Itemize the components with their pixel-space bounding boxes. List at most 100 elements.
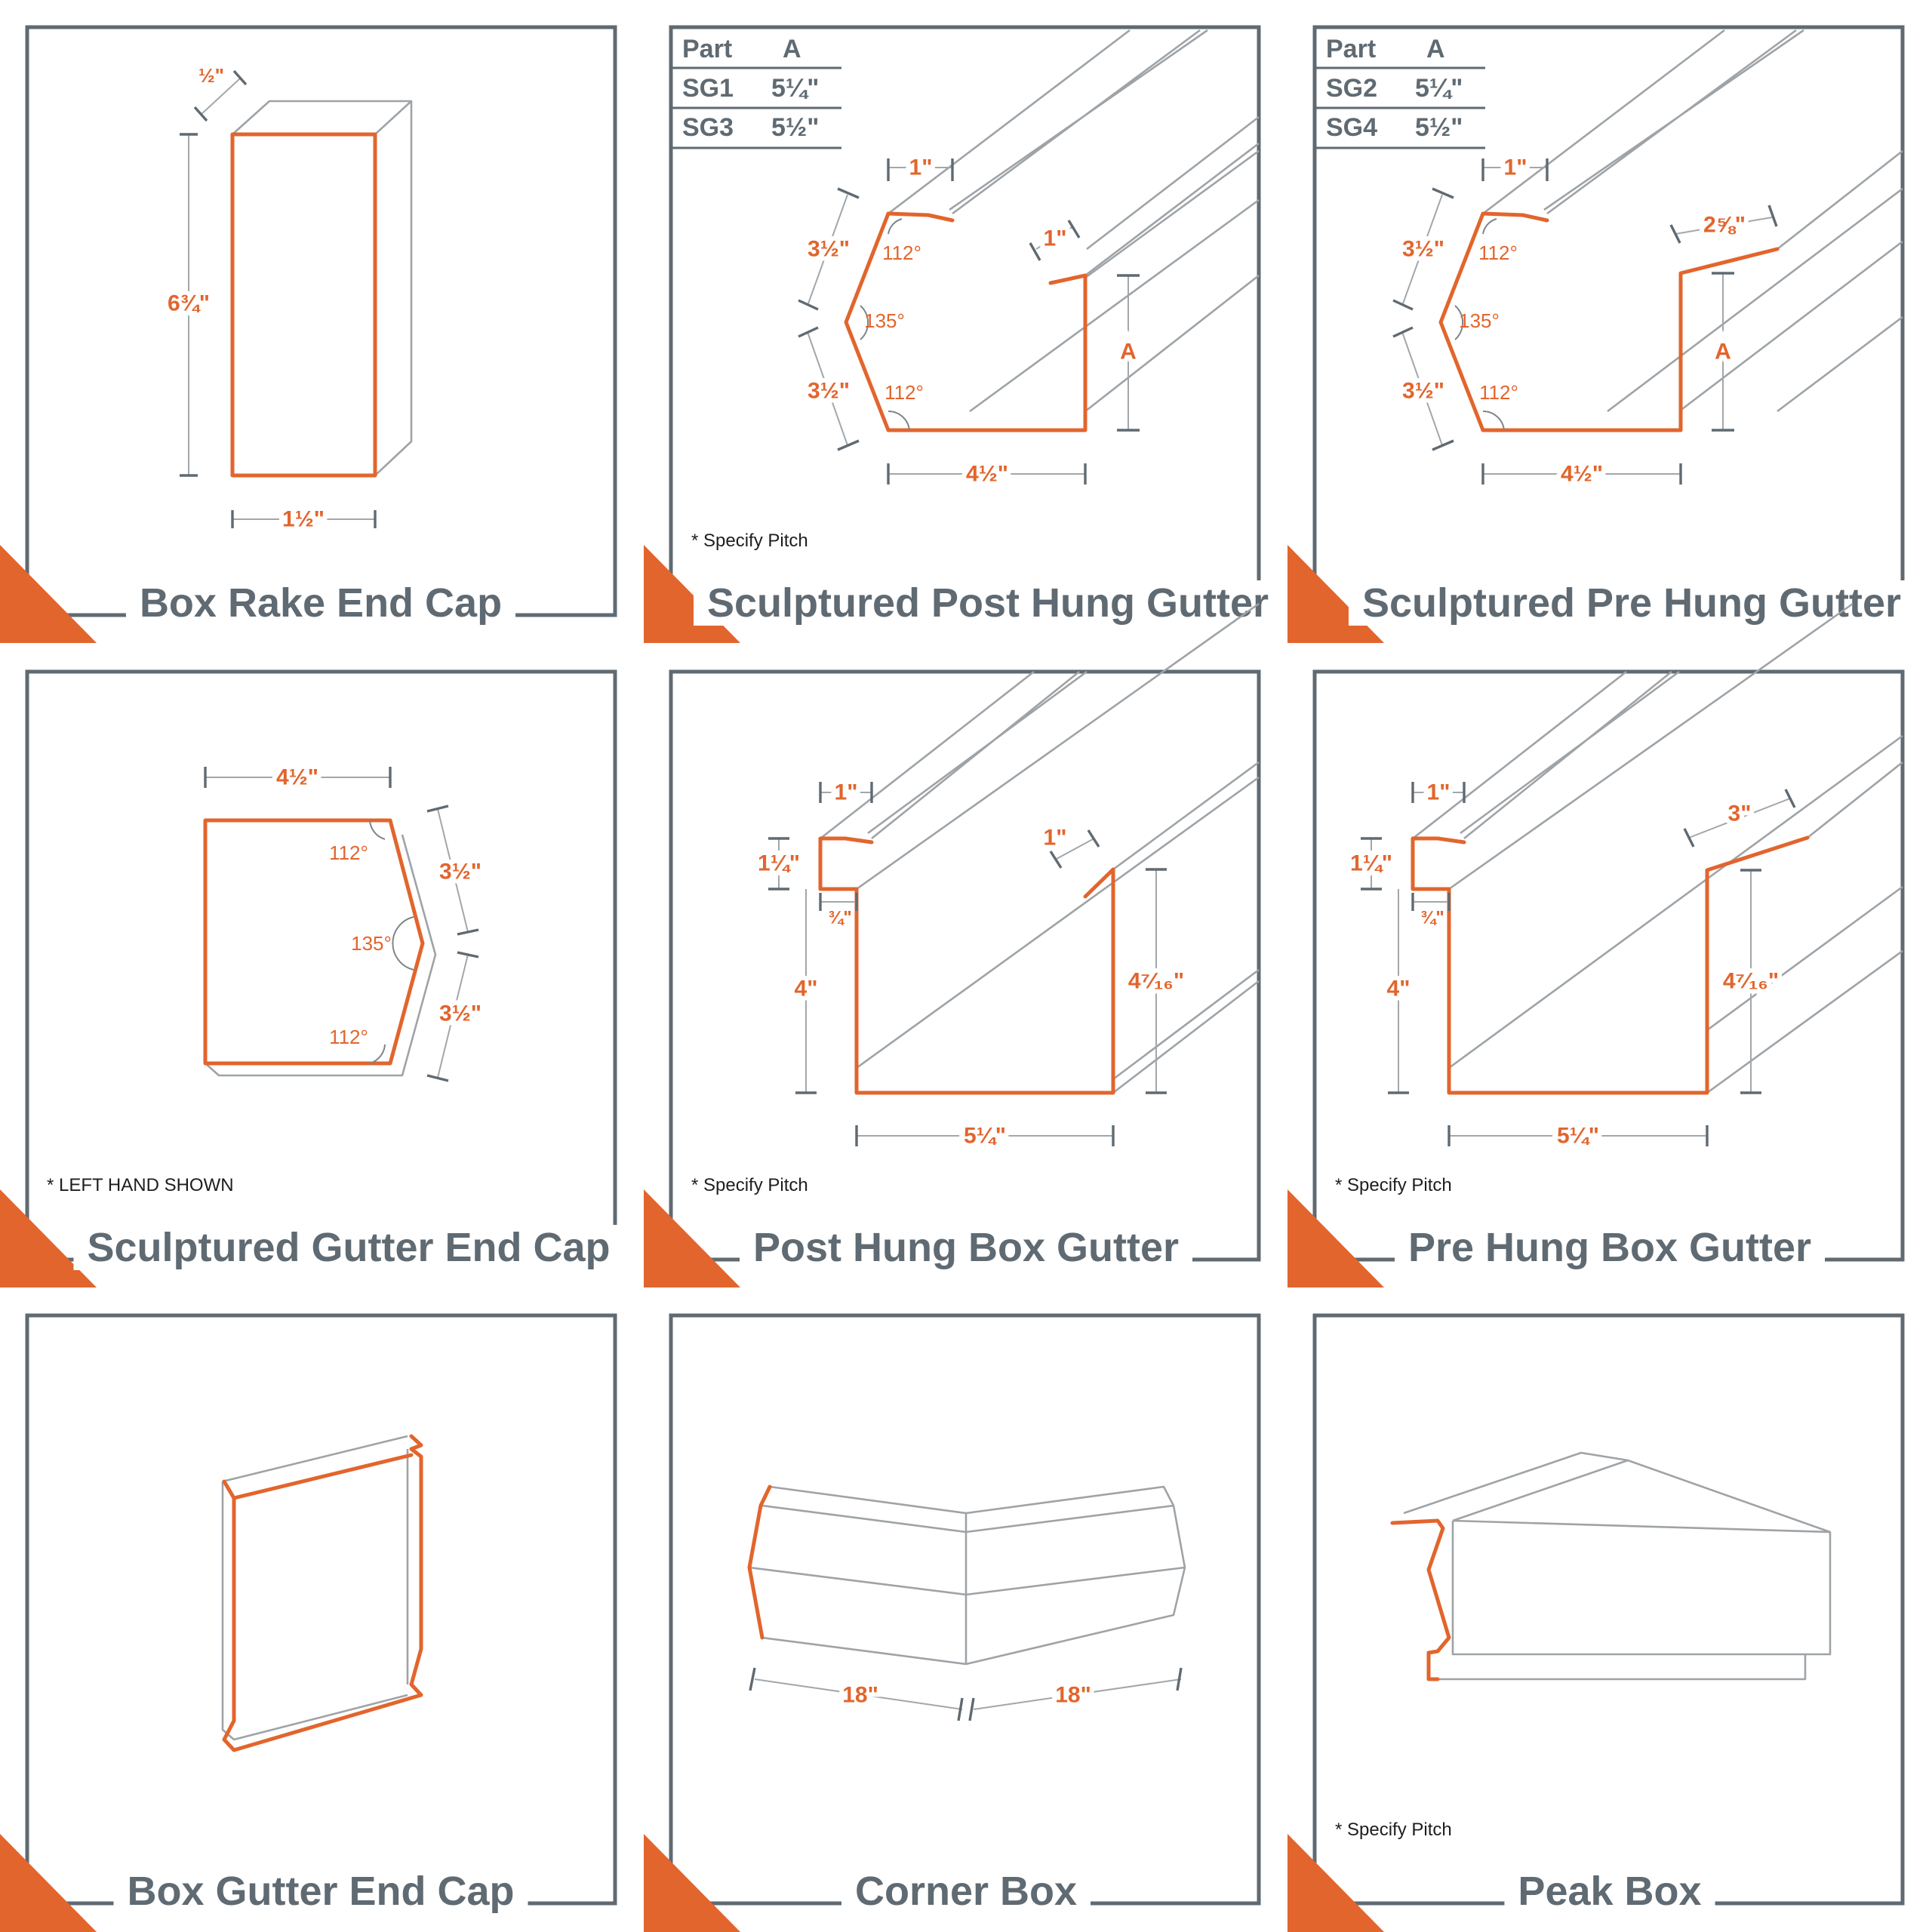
dim-bottom: 5¼" [964,1124,1006,1149]
dim-bottom: 4½" [1561,462,1603,487]
box-gutter-end-cap-drawing [221,1434,423,1752]
dim-depth: ½" [198,64,224,87]
angle-label: 112° [1479,381,1518,404]
note: * Specify Pitch [691,531,808,551]
corner-triangle [0,1189,97,1287]
panel-pre-hung-box-gutter: Pre Hung Box Gutter 1" 1¼" ¾" 4" 3" 4⁷⁄₁… [1287,602,1905,1287]
title-backdrop [73,1225,624,1270]
panel-sculptured-post-hung-gutter: Sculptured Post Hung Gutter Part A SG1 5… [644,25,1283,643]
title-backdrop [1504,1869,1715,1914]
panel-frame [25,1313,617,1906]
panel-sculptured-pre-hung-gutter: Sculptured Pre Hung Gutter Part A SG2 5¼… [1287,25,1915,643]
angle-label: 112° [1478,242,1518,264]
dim-bottom: 4½" [966,462,1008,487]
dim-front-return: 1¼" [758,851,800,876]
panel-frame [669,669,1261,1262]
angle-label: 112° [329,841,368,864]
note: * LEFT HAND SHOWN [47,1175,234,1195]
angle-label: 135° [351,932,392,955]
corner-triangle [644,1189,740,1287]
table-a: 5½" [771,113,819,142]
table-a: 5¼" [1415,74,1463,103]
panel-title: Sculptured Pre Hung Gutter [1362,580,1901,626]
note: * Specify Pitch [1335,1175,1452,1195]
panel-title: Post Hung Box Gutter [753,1225,1179,1270]
dim-a: A [1715,340,1731,365]
panel-post-hung-box-gutter: Post Hung Box Gutter 1" 1¼" ¾" 4" 1" [644,602,1261,1287]
corner-triangle [644,1834,740,1932]
dim-upper-face: 3½" [439,860,481,884]
dim-top-lip: 1" [909,155,933,180]
sculptured-post-hung-gutter-drawing: 112° 135° 112° 1" 3½" 3½" 1" A [798,29,1260,491]
part-table: Part A SG2 5¼" SG4 5½" [1315,35,1485,149]
sculptured-pre-hung-gutter-drawing: 112° 135° 112° 1" 3½" 3½" 2⅝" A 4½" [1392,29,1903,491]
title-backdrop [693,580,1283,626]
title-backdrop [740,1225,1192,1270]
dim-back-lip: 1" [1044,826,1067,851]
table-part: SG3 [682,113,734,142]
corner-triangle [1287,1189,1384,1287]
dim-height: 6¾" [168,291,210,316]
angle-label: 112° [882,242,921,264]
corner-box-drawing: 18" 18" [747,1484,1186,1721]
angle-label: 135° [864,309,905,332]
panel-box-rake-end-cap: Box Rake End Cap 6¾" 1½" ½" [0,25,617,643]
dim-front-height: 4" [1387,977,1411,1001]
angle-label: 112° [329,1026,368,1048]
corner-triangle [0,1834,97,1932]
dim-front-return: 1¼" [1350,851,1392,876]
panel-title: Sculptured Post Hung Gutter [707,580,1269,626]
dim-back-flange: 2⅝" [1703,213,1746,238]
table-part: SG4 [1326,113,1377,142]
panel-title: Corner Box [855,1869,1077,1914]
panel-frame [1312,669,1905,1262]
pre-hung-box-gutter-drawing: 1" 1¼" ¾" 4" 3" 4⁷⁄₁₆" 5¼" [1346,602,1903,1153]
dim-offset: ¾" [828,908,851,928]
angle-label: 112° [884,381,924,404]
table-part: SG1 [682,74,734,103]
panel-title: Sculptured Gutter End Cap [87,1225,610,1270]
dim-left-length: 18" [842,1683,878,1708]
panel-frame [669,1313,1261,1906]
title-backdrop [841,1869,1091,1914]
dim-front-height: 4" [795,977,818,1001]
dim-bottom: 5¼" [1557,1124,1599,1149]
panel-corner-box: Corner Box 18" 18" [644,1313,1261,1932]
dim-width: 1½" [282,507,325,532]
dim-top-lip: 1" [1504,155,1527,180]
corner-triangle [0,545,97,643]
dim-lower-face: 3½" [808,379,850,404]
dim-back-flange: 3" [1728,801,1752,826]
panel-frame [25,669,617,1262]
panel-title: Pre Hung Box Gutter [1408,1225,1811,1270]
table-part: SG2 [1326,74,1377,103]
table-header-a: A [783,35,801,63]
part-table: Part A SG1 5¼" SG3 5½" [671,35,841,149]
panel-frame [669,25,1261,617]
table-a: 5¼" [771,74,819,103]
sculptured-gutter-end-cap-drawing: 112° 135° 112° 4½" 3½" 3½" [203,761,486,1082]
dim-width: 4½" [276,765,318,790]
panel-title: Peak Box [1518,1869,1701,1914]
note: * Specify Pitch [1335,1820,1452,1840]
note: * Specify Pitch [691,1175,808,1195]
panel-frame [1312,1313,1905,1906]
dim-upper-face: 3½" [1402,237,1444,262]
dim-lower-face: 3½" [439,1001,481,1026]
title-backdrop [1348,580,1915,626]
table-a: 5½" [1415,113,1463,142]
panel-peak-box: Peak Box * Specify Pitch [1287,1313,1905,1932]
table-header-a: A [1426,35,1445,63]
dim-back-lip: 1" [1044,226,1067,251]
dim-lower-face: 3½" [1402,379,1444,404]
panel-title: Box Rake End Cap [140,580,502,626]
corner-triangle [1287,1834,1384,1932]
dim-a: A [1120,340,1137,365]
dim-offset: ¾" [1420,908,1444,928]
dim-back-height: 4⁷⁄₁₆" [1723,969,1779,994]
dim-upper-face: 3½" [808,237,850,262]
table-header-part: Part [682,35,732,63]
post-hung-box-gutter-drawing: 1" 1¼" ¾" 4" 1" 4⁷⁄₁₆" 5¼" [753,602,1260,1153]
title-backdrop [113,1869,528,1914]
